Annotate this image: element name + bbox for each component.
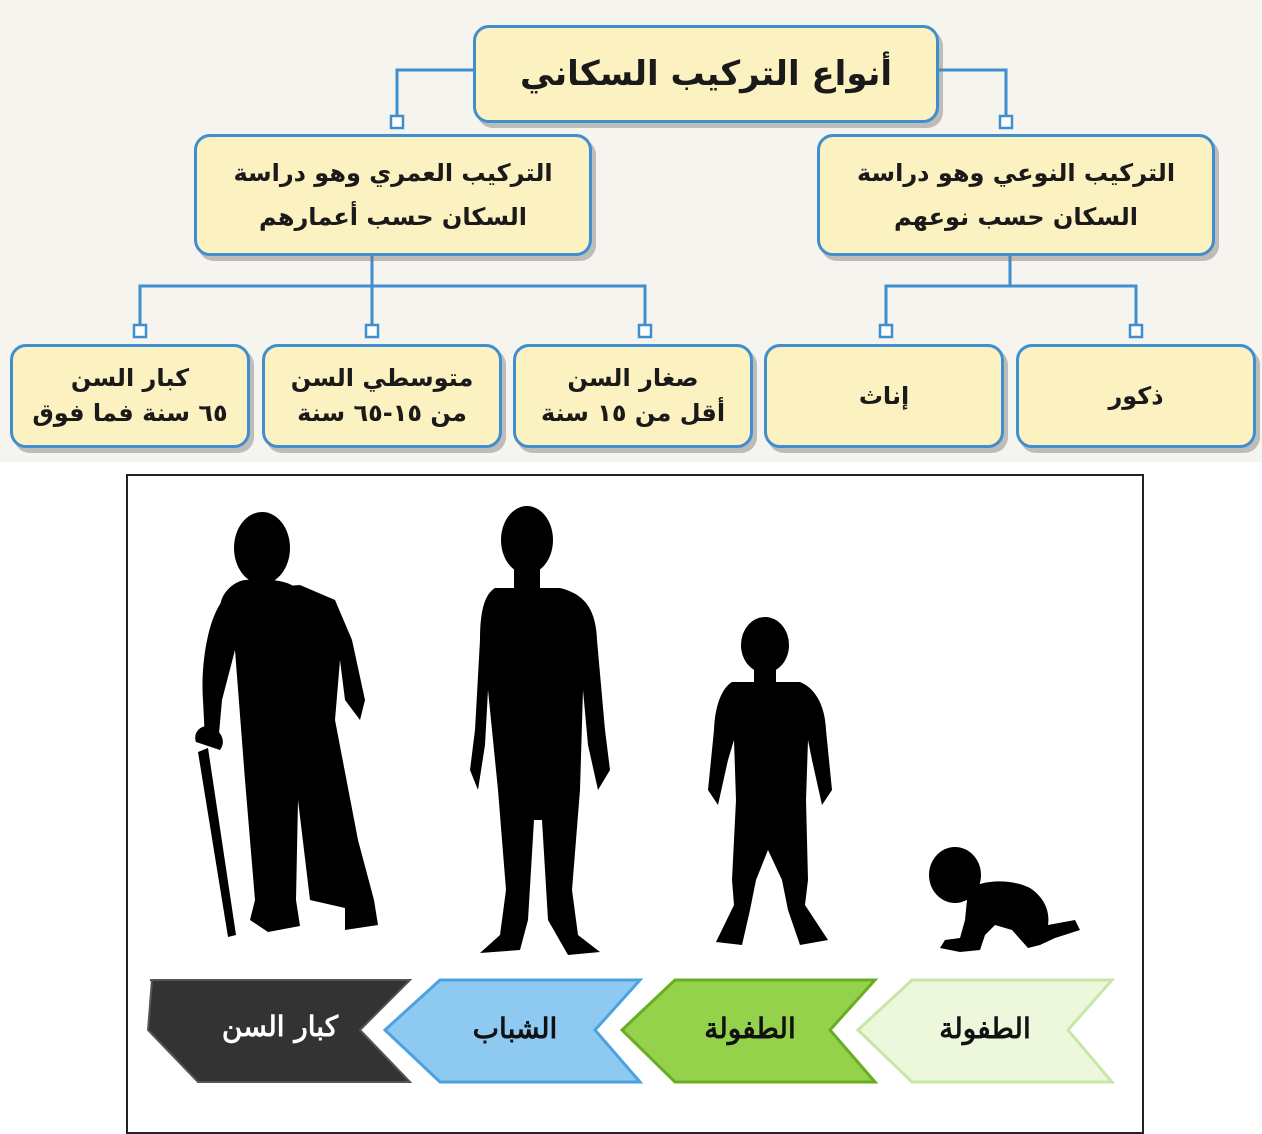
- age-structure-line-1: التركيب العمري وهو دراسة: [233, 158, 553, 187]
- diagram-title-box: أنواع التركيب السكاني: [473, 25, 939, 123]
- elderly-figure-icon: [195, 512, 378, 937]
- arrow-youth: [382, 978, 644, 1084]
- gender-structure-line-1: التركيب النوعي وهو دراسة: [856, 158, 1176, 187]
- crawling-baby-icon: [929, 847, 1080, 952]
- males-box: ذكور: [1016, 344, 1256, 448]
- arrow-elderly-label: كبار السن: [221, 1010, 339, 1043]
- age-structure-box: التركيب العمري وهو دراسة السكان حسب أعما…: [194, 134, 592, 256]
- connector-title-age: [395, 68, 473, 118]
- females-label: إناث: [858, 381, 910, 410]
- connector-node: [389, 114, 405, 130]
- arrow-elderly: [146, 979, 413, 1083]
- females-box: إناث: [764, 344, 1004, 448]
- connector-title-gender: [939, 68, 1008, 118]
- gender-structure-box: التركيب النوعي وهو دراسة السكان حسب نوعه…: [817, 134, 1215, 256]
- connector-gender-children: [884, 256, 1138, 325]
- connector-node: [132, 323, 148, 339]
- young-label: صغار السن: [567, 364, 699, 393]
- age-structure-line-2: السكان حسب أعمارهم: [259, 203, 527, 231]
- young-box: صغار السن أقل من ١٥ سنة: [513, 344, 753, 448]
- males-label: ذكور: [1108, 381, 1164, 410]
- connector-node: [998, 114, 1014, 130]
- gender-structure-line-2: السكان حسب نوعهم: [893, 203, 1139, 231]
- elderly-box: كبار السن ٦٥ سنة فما فوق: [10, 344, 250, 448]
- connector-lines: [132, 68, 1144, 339]
- middle-age-box: متوسطي السن من ١٥-٦٥ سنة: [262, 344, 502, 448]
- arrow-infancy: [855, 978, 1116, 1084]
- connector-node: [637, 323, 653, 339]
- connector-node: [1128, 323, 1144, 339]
- connector-node: [364, 323, 380, 339]
- connector-age-children: [138, 256, 647, 325]
- arrow-youth-label: الشباب: [472, 1012, 558, 1045]
- middle-age-label: متوسطي السن: [290, 364, 474, 393]
- connector-node: [878, 323, 894, 339]
- arrow-childhood-label: الطفولة: [704, 1012, 796, 1045]
- elderly-range: ٦٥ سنة فما فوق: [32, 399, 228, 427]
- arrow-childhood: [619, 978, 879, 1084]
- adult-figure-icon: [470, 506, 610, 955]
- young-range: أقل من ١٥ سنة: [540, 399, 726, 427]
- diagram-title: أنواع التركيب السكاني: [519, 53, 893, 94]
- middle-age-range: من ١٥-٦٥ سنة: [297, 399, 467, 427]
- elderly-label: كبار السن: [70, 364, 190, 393]
- child-figure-icon: [708, 617, 832, 945]
- arrow-infancy-label: الطفولة: [939, 1012, 1031, 1045]
